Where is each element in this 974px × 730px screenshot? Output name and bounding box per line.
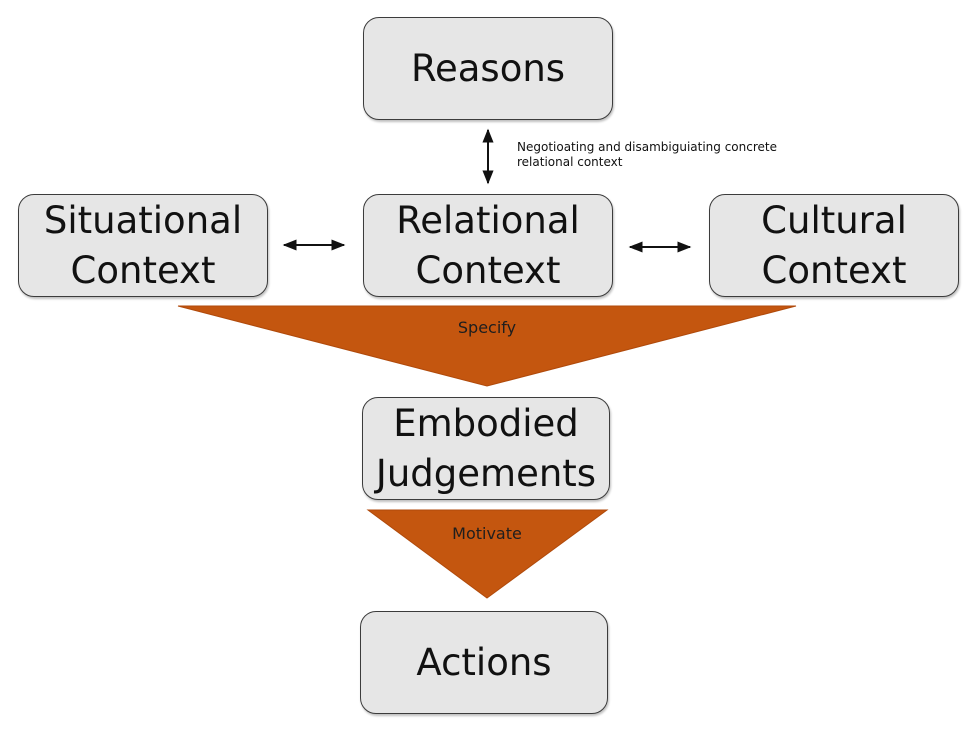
reasons-label: Reasons xyxy=(410,46,566,90)
relational-label-line-2: Context xyxy=(415,248,561,292)
negotiating-annotation: Negotioating and disambiguiating concret… xyxy=(517,140,777,170)
embodied-judgements-box: Embodied Judgements xyxy=(362,397,610,500)
motivate-label: Motivate xyxy=(452,524,522,543)
motivate-funnel xyxy=(366,509,609,599)
specify-funnel xyxy=(177,305,797,387)
actions-label: Actions xyxy=(416,640,552,684)
situational-context-box: Situational Context xyxy=(18,194,268,297)
situational-label-line-1: Situational xyxy=(43,198,243,242)
annotation-line-2: relational context xyxy=(517,155,623,169)
relational-context-box: Relational Context xyxy=(363,194,613,297)
actions-box: Actions xyxy=(360,611,608,714)
situational-label-line-2: Context xyxy=(70,248,216,292)
annotation-line-1: Negotioating and disambiguiating concret… xyxy=(517,140,777,154)
relational-label-line-1: Relational xyxy=(396,198,580,242)
reasons-box: Reasons xyxy=(363,17,613,120)
embodied-label-line-2: Judgements xyxy=(375,451,597,495)
embodied-label-line-1: Embodied xyxy=(393,401,579,445)
specify-label: Specify xyxy=(457,318,517,337)
cultural-label-line-2: Context xyxy=(761,248,907,292)
cultural-label-line-1: Cultural xyxy=(761,198,907,242)
cultural-context-box: Cultural Context xyxy=(709,194,959,297)
